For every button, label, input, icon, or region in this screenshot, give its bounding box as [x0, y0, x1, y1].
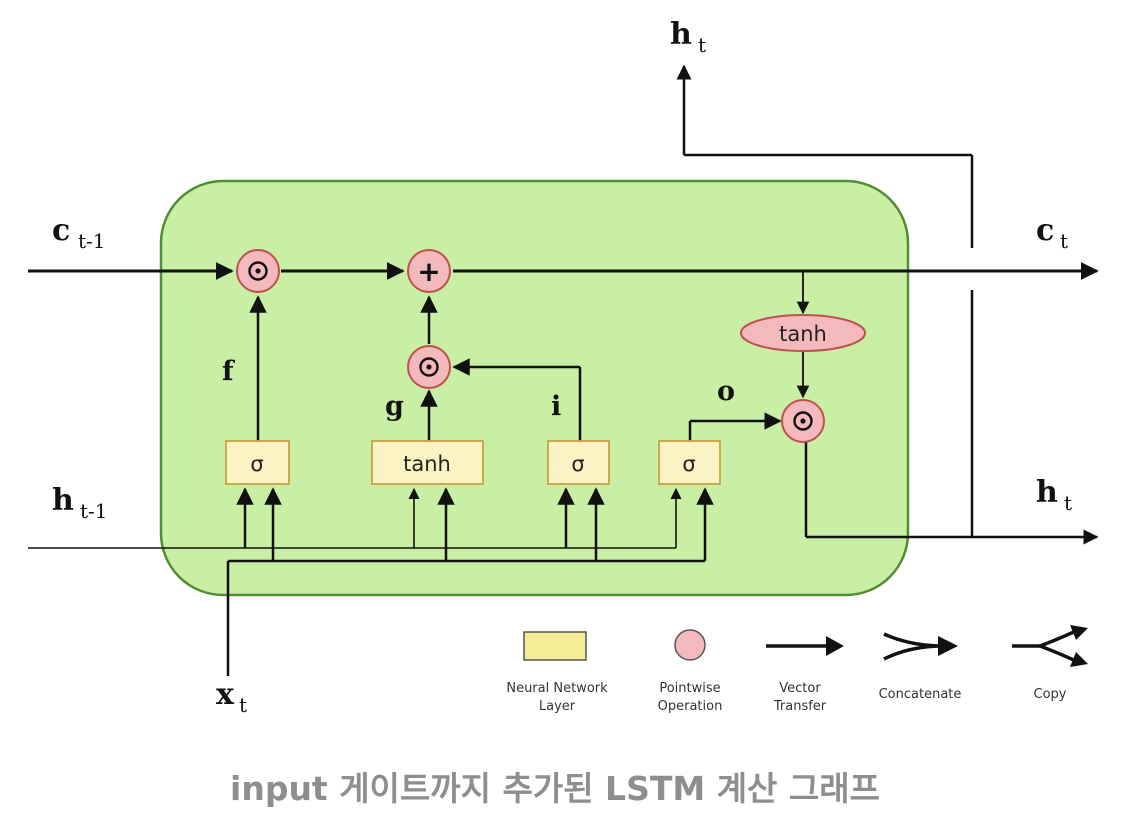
svg-text:t: t — [1064, 491, 1072, 515]
svg-text:h: h — [52, 483, 74, 518]
forget-multiply-op — [236, 249, 280, 293]
legend-vector-transfer: Vector Transfer — [766, 636, 844, 714]
output-gate-layer: σ — [658, 440, 721, 485]
forget-gate-label: σ — [250, 452, 263, 476]
add-op-symbol: + — [417, 255, 440, 288]
svg-text:c: c — [1036, 213, 1054, 248]
svg-text:Neural Network: Neural Network — [506, 681, 608, 696]
layer-input-arrows — [236, 487, 605, 561]
legend-pointwise-operation: Pointwise Operation — [658, 629, 723, 714]
h-t-right-label: h t — [1036, 475, 1072, 515]
svg-text:t-1: t-1 — [78, 229, 106, 253]
svg-text:t-1: t-1 — [80, 499, 108, 523]
svg-text:Layer: Layer — [539, 699, 576, 714]
cell-tanh-op: tanh — [740, 314, 866, 352]
candidate-layer-label: tanh — [403, 452, 451, 476]
input-multiply-op — [407, 345, 451, 389]
svg-text:h: h — [1036, 475, 1058, 510]
legend: Neural Network Layer Pointwise Operation… — [506, 625, 1088, 714]
h-prev-bus — [28, 487, 682, 549]
x-t-label: x t — [216, 677, 247, 717]
cell-tanh-label: tanh — [779, 322, 827, 346]
svg-text:Pointwise: Pointwise — [659, 681, 720, 696]
h-output-up-path — [676, 64, 974, 537]
svg-text:Transfer: Transfer — [773, 699, 827, 714]
gate-signal-arrows — [249, 295, 782, 441]
lstm-cell — [159, 179, 910, 597]
c-t-label: c t — [1036, 213, 1068, 253]
svg-text:t: t — [1060, 229, 1068, 253]
gate-i-label: i — [551, 391, 561, 422]
legend-concatenate-label: Concatenate — [879, 687, 962, 702]
svg-text:Vector: Vector — [779, 681, 821, 696]
add-op: + — [407, 249, 451, 293]
gate-o-label: o — [717, 376, 735, 407]
x-input-bus — [226, 487, 714, 676]
figure-caption: input 게이트까지 추가된 LSTM 계산 그래프 — [230, 769, 880, 808]
legend-concatenate-icon — [883, 632, 958, 661]
legend-copy-icon — [1012, 625, 1088, 667]
h-prev-label: h t-1 — [52, 483, 108, 523]
legend-neural-network-layer: Neural Network Layer — [506, 631, 608, 714]
hidden-output-path — [804, 441, 1099, 545]
output-gate-label: σ — [682, 452, 695, 476]
svg-text:c: c — [52, 213, 70, 248]
forget-gate-layer: σ — [225, 440, 290, 485]
legend-copy-label: Copy — [1034, 687, 1067, 702]
h-t-top-label: h t — [670, 17, 706, 57]
c-prev-label: c t-1 — [52, 213, 106, 253]
gate-f-label: f — [222, 356, 236, 387]
svg-text:t: t — [239, 693, 247, 717]
input-gate-label: σ — [571, 452, 584, 476]
gate-g-label: g — [385, 391, 404, 422]
svg-text:t: t — [698, 33, 706, 57]
output-multiply-op — [781, 399, 825, 443]
svg-text:Operation: Operation — [658, 699, 723, 714]
svg-text:h: h — [670, 17, 692, 52]
lstm-diagram: σ tanh σ σ + tanh f g i o c — [28, 17, 1099, 717]
input-gate-layer: σ — [547, 440, 610, 485]
candidate-layer: tanh — [371, 440, 484, 485]
svg-text:x: x — [216, 677, 235, 712]
